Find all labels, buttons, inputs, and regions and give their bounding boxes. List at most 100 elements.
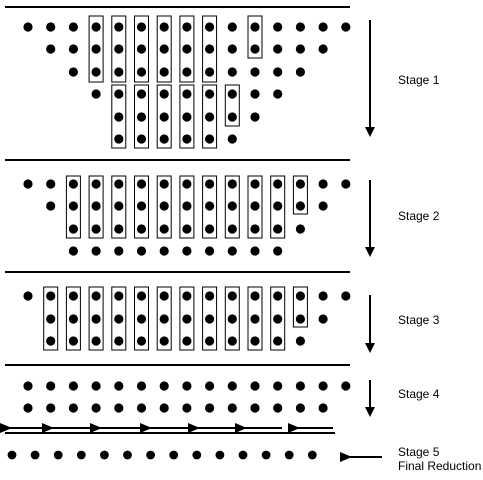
bit-dot bbox=[46, 22, 56, 32]
bit-dot bbox=[114, 381, 124, 391]
bit-dot bbox=[341, 22, 351, 32]
adder-box bbox=[247, 175, 263, 239]
bit-dot bbox=[91, 179, 101, 189]
bit-dot bbox=[273, 224, 283, 234]
bit-dot bbox=[227, 134, 237, 144]
bit-dot bbox=[46, 403, 56, 413]
bit-dot bbox=[136, 403, 147, 413]
adder-box bbox=[247, 15, 263, 59]
bit-dot bbox=[250, 336, 260, 346]
bit-dot bbox=[114, 112, 124, 122]
bit-dot bbox=[295, 381, 305, 391]
bit-dot bbox=[273, 403, 283, 413]
bit-dot bbox=[273, 201, 283, 211]
bit-dot bbox=[68, 201, 78, 211]
bit-dot bbox=[136, 134, 147, 144]
bit-dot bbox=[273, 44, 283, 54]
bit-dot bbox=[159, 179, 169, 189]
bit-dot bbox=[205, 134, 215, 144]
bit-dot bbox=[91, 291, 101, 301]
bit-dot bbox=[114, 201, 124, 211]
bit-dot bbox=[284, 450, 294, 460]
bit-dot bbox=[91, 381, 101, 391]
bit-dot bbox=[136, 224, 147, 234]
bit-dot bbox=[182, 336, 192, 346]
bit-dot bbox=[295, 314, 305, 324]
bit-dot bbox=[227, 314, 237, 324]
bit-dot bbox=[136, 22, 147, 32]
adder-box bbox=[111, 84, 127, 149]
bit-dot bbox=[136, 291, 147, 301]
bit-dot bbox=[46, 381, 56, 391]
bit-dot bbox=[250, 179, 260, 189]
bit-dot bbox=[273, 381, 283, 391]
bit-dot bbox=[205, 179, 215, 189]
bit-dot bbox=[23, 291, 33, 301]
bit-dot bbox=[318, 179, 328, 189]
bit-dot bbox=[205, 246, 215, 256]
adder-box bbox=[134, 286, 149, 351]
bit-dot bbox=[114, 44, 124, 54]
bit-dot bbox=[250, 201, 260, 211]
bit-dot bbox=[114, 403, 124, 413]
bit-dot bbox=[341, 381, 351, 391]
bit-dot bbox=[136, 89, 147, 99]
bit-dot bbox=[250, 291, 260, 301]
bit-dot bbox=[273, 179, 283, 189]
bit-dot bbox=[136, 381, 147, 391]
stage-3-label: Stage 3 bbox=[398, 313, 440, 327]
adder-box bbox=[156, 175, 172, 239]
bit-dot bbox=[318, 201, 328, 211]
adder-box bbox=[179, 84, 195, 149]
bit-dot bbox=[159, 246, 169, 256]
bit-dot bbox=[91, 336, 101, 346]
adder-box bbox=[134, 84, 149, 149]
bit-dot bbox=[273, 22, 283, 32]
bit-dot bbox=[159, 336, 169, 346]
bit-dot bbox=[136, 336, 147, 346]
adder-box bbox=[270, 286, 286, 351]
bit-dot bbox=[159, 112, 169, 122]
bit-dot bbox=[91, 89, 101, 99]
bit-dot bbox=[30, 450, 40, 460]
bit-dot bbox=[46, 291, 56, 301]
bit-dot bbox=[136, 201, 147, 211]
adder-box bbox=[270, 175, 286, 239]
adder-box bbox=[292, 175, 308, 215]
bit-dot bbox=[136, 246, 147, 256]
dot-matrix bbox=[7, 22, 351, 460]
bit-dot bbox=[68, 224, 78, 234]
bit-dot bbox=[250, 22, 260, 32]
bit-dot bbox=[7, 450, 17, 460]
adder-box bbox=[111, 286, 127, 351]
adder-box bbox=[134, 175, 149, 239]
bit-dot bbox=[68, 44, 78, 54]
bit-dot bbox=[53, 450, 63, 460]
bit-dot bbox=[23, 381, 33, 391]
bit-dot bbox=[159, 381, 169, 391]
bit-dot bbox=[205, 291, 215, 301]
stage-2-label: Stage 2 bbox=[398, 209, 440, 223]
adder-box bbox=[88, 15, 104, 83]
adder-box bbox=[65, 175, 81, 239]
adder-box bbox=[202, 175, 218, 239]
bit-dot bbox=[227, 381, 237, 391]
adder-box bbox=[224, 286, 240, 351]
stage-1-label: Stage 1 bbox=[398, 73, 440, 87]
adder-box bbox=[224, 84, 240, 127]
adder-box bbox=[156, 286, 172, 351]
bit-dot bbox=[205, 201, 215, 211]
bit-dot bbox=[318, 291, 328, 301]
bit-dot bbox=[114, 134, 124, 144]
bit-dot bbox=[205, 314, 215, 324]
bit-dot bbox=[46, 314, 56, 324]
bit-dot bbox=[227, 89, 237, 99]
bit-dot bbox=[192, 450, 202, 460]
bit-dot bbox=[91, 44, 101, 54]
bit-dot bbox=[318, 22, 328, 32]
adder-box bbox=[65, 286, 81, 351]
adder-box bbox=[292, 286, 308, 328]
bit-dot bbox=[23, 403, 33, 413]
bit-dot bbox=[159, 224, 169, 234]
